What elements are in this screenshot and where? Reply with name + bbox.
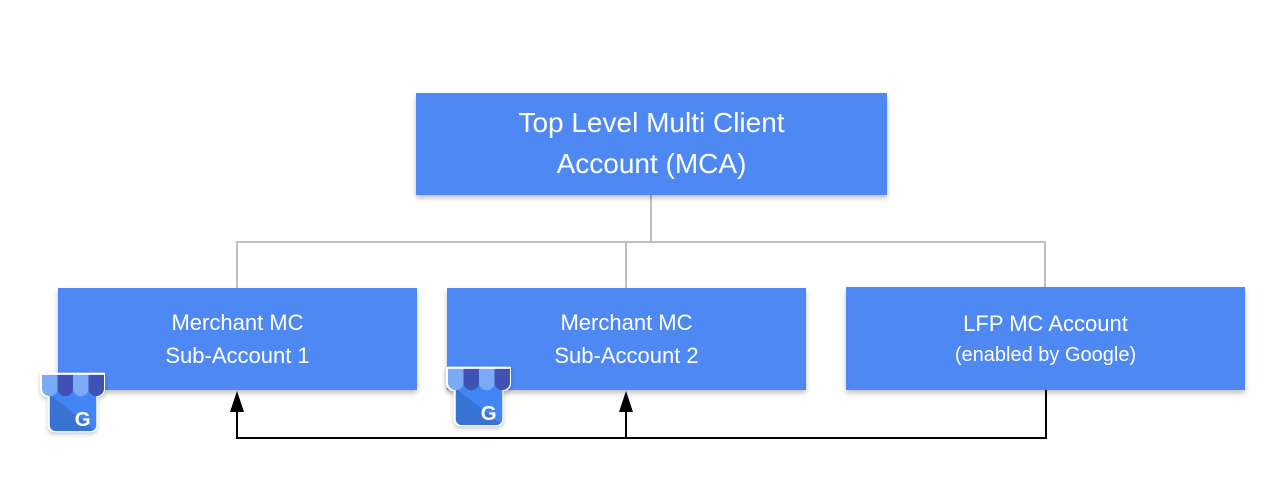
gmb-awning-stripe-2 (57, 374, 73, 397)
arrowhead-sub1 (230, 391, 244, 412)
gmb-letter-g: G (75, 409, 91, 431)
gmb-awning-stripe-3 (73, 374, 89, 397)
node-top-label-line2: Account (MCA) (556, 148, 747, 179)
node-lfp-label-line1: LFP MC Account (963, 311, 1128, 336)
node-sub1-label-line2: Sub-Account 1 (165, 343, 310, 368)
node-sub2-label-line1: Merchant MC (560, 310, 693, 335)
node-lfp-mc-account: LFP MC Account (enabled by Google) (846, 287, 1245, 390)
gmb-body (49, 386, 97, 432)
node-lfp-label-line2: (enabled by Google) (954, 344, 1137, 366)
edge-lfp-feedback (236, 390, 1047, 439)
node-merchant-sub-account-2: Merchant MC Sub-Account 2 (447, 288, 806, 390)
gmb-awning-stripe-4 (88, 374, 104, 397)
node-sub2-label-line2: Sub-Account 2 (554, 343, 699, 368)
arrowhead-sub2 (619, 391, 633, 412)
node-top-label-line1: Top Level Multi Client (518, 107, 785, 139)
node-sub1-label-line1: Merchant MC (171, 310, 304, 335)
gmb-awning-stripe-2 (463, 368, 479, 391)
google-my-business-icon: G (42, 371, 104, 433)
gmb-awning-stripe-3 (479, 368, 495, 391)
gmb-fold (455, 388, 503, 426)
gmb-awning-stripe-4 (494, 368, 510, 391)
gmb-fold (49, 394, 97, 432)
google-my-business-icon: G (448, 365, 510, 427)
gmb-awning-stripe-1 (448, 368, 464, 391)
node-top-level-mca: Top Level Multi Client Account (MCA) (416, 93, 887, 195)
gmb-body (455, 380, 503, 426)
gmb-awning-stripe-1 (42, 374, 58, 397)
node-merchant-sub-account-1: Merchant MC Sub-Account 1 (58, 288, 417, 390)
gmb-letter-g: G (481, 403, 497, 425)
